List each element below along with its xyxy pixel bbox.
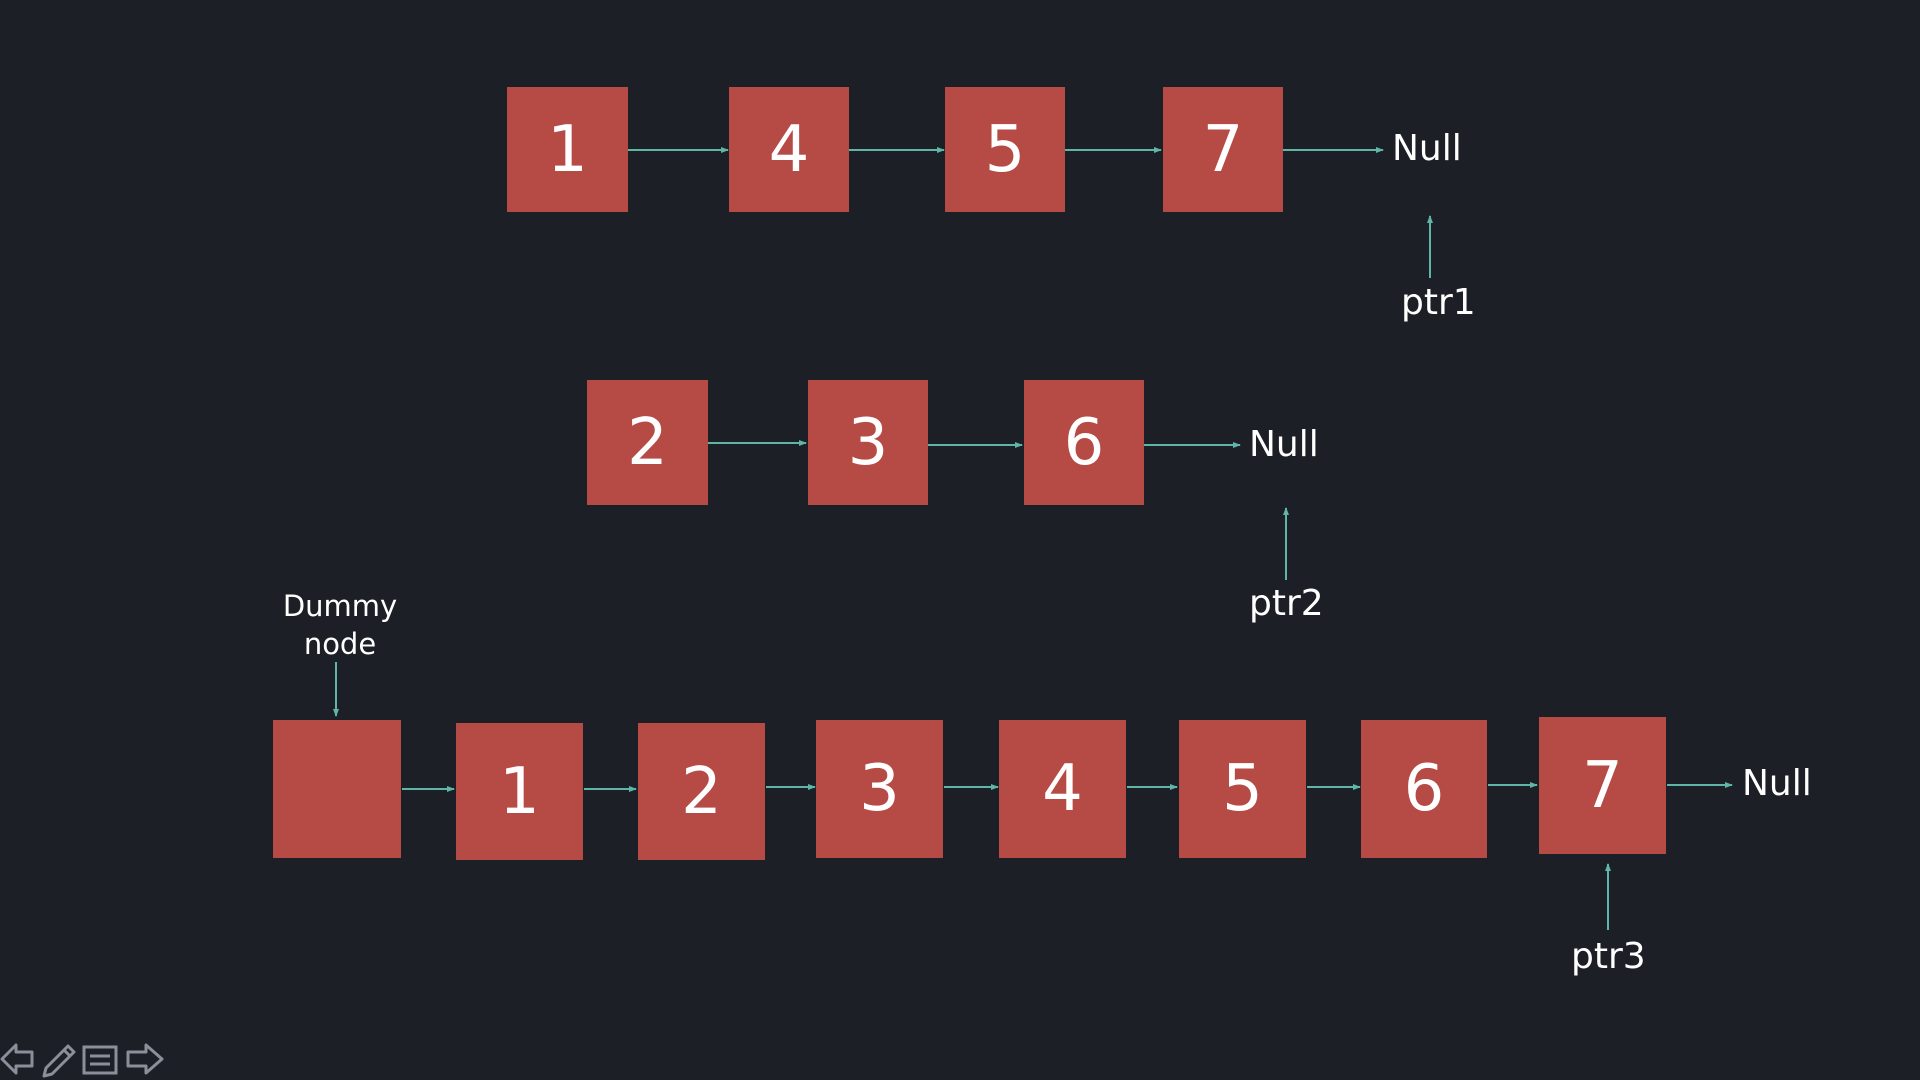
- merged-node: 7: [1539, 717, 1666, 854]
- merged-node: 4: [999, 720, 1126, 858]
- previous-slide-icon[interactable]: [0, 1038, 36, 1080]
- dummy-node-label: Dummy node: [270, 587, 410, 663]
- slides-menu-icon[interactable]: [80, 1038, 120, 1080]
- pen-icon[interactable]: [38, 1038, 78, 1080]
- list1-node: 1: [507, 87, 628, 212]
- list2-null-label: Null: [1249, 424, 1319, 465]
- list1-node: 4: [729, 87, 849, 212]
- list1-node: 7: [1163, 87, 1283, 212]
- ptr3-label: ptr3: [1571, 936, 1646, 977]
- list2-node: 2: [587, 380, 708, 505]
- merged-node: 3: [816, 720, 943, 858]
- slide-controls: [0, 1038, 170, 1080]
- list2-node: 3: [808, 380, 928, 505]
- merged-null-label: Null: [1742, 763, 1812, 804]
- merged-node: 5: [1179, 720, 1306, 858]
- ptr2-label: ptr2: [1249, 583, 1324, 624]
- merged-node: 6: [1361, 720, 1487, 858]
- next-slide-icon[interactable]: [124, 1038, 164, 1080]
- list1-null-label: Null: [1392, 128, 1462, 169]
- merged-node: 2: [638, 723, 765, 860]
- list2-node: 6: [1024, 380, 1144, 505]
- dummy-node: [273, 720, 401, 858]
- ptr1-label: ptr1: [1401, 282, 1476, 323]
- dummy-node-label-line1: Dummy: [282, 589, 398, 623]
- dummy-node-label-line2: node: [303, 627, 377, 661]
- merged-node: 1: [456, 723, 583, 860]
- list1-node: 5: [945, 87, 1065, 212]
